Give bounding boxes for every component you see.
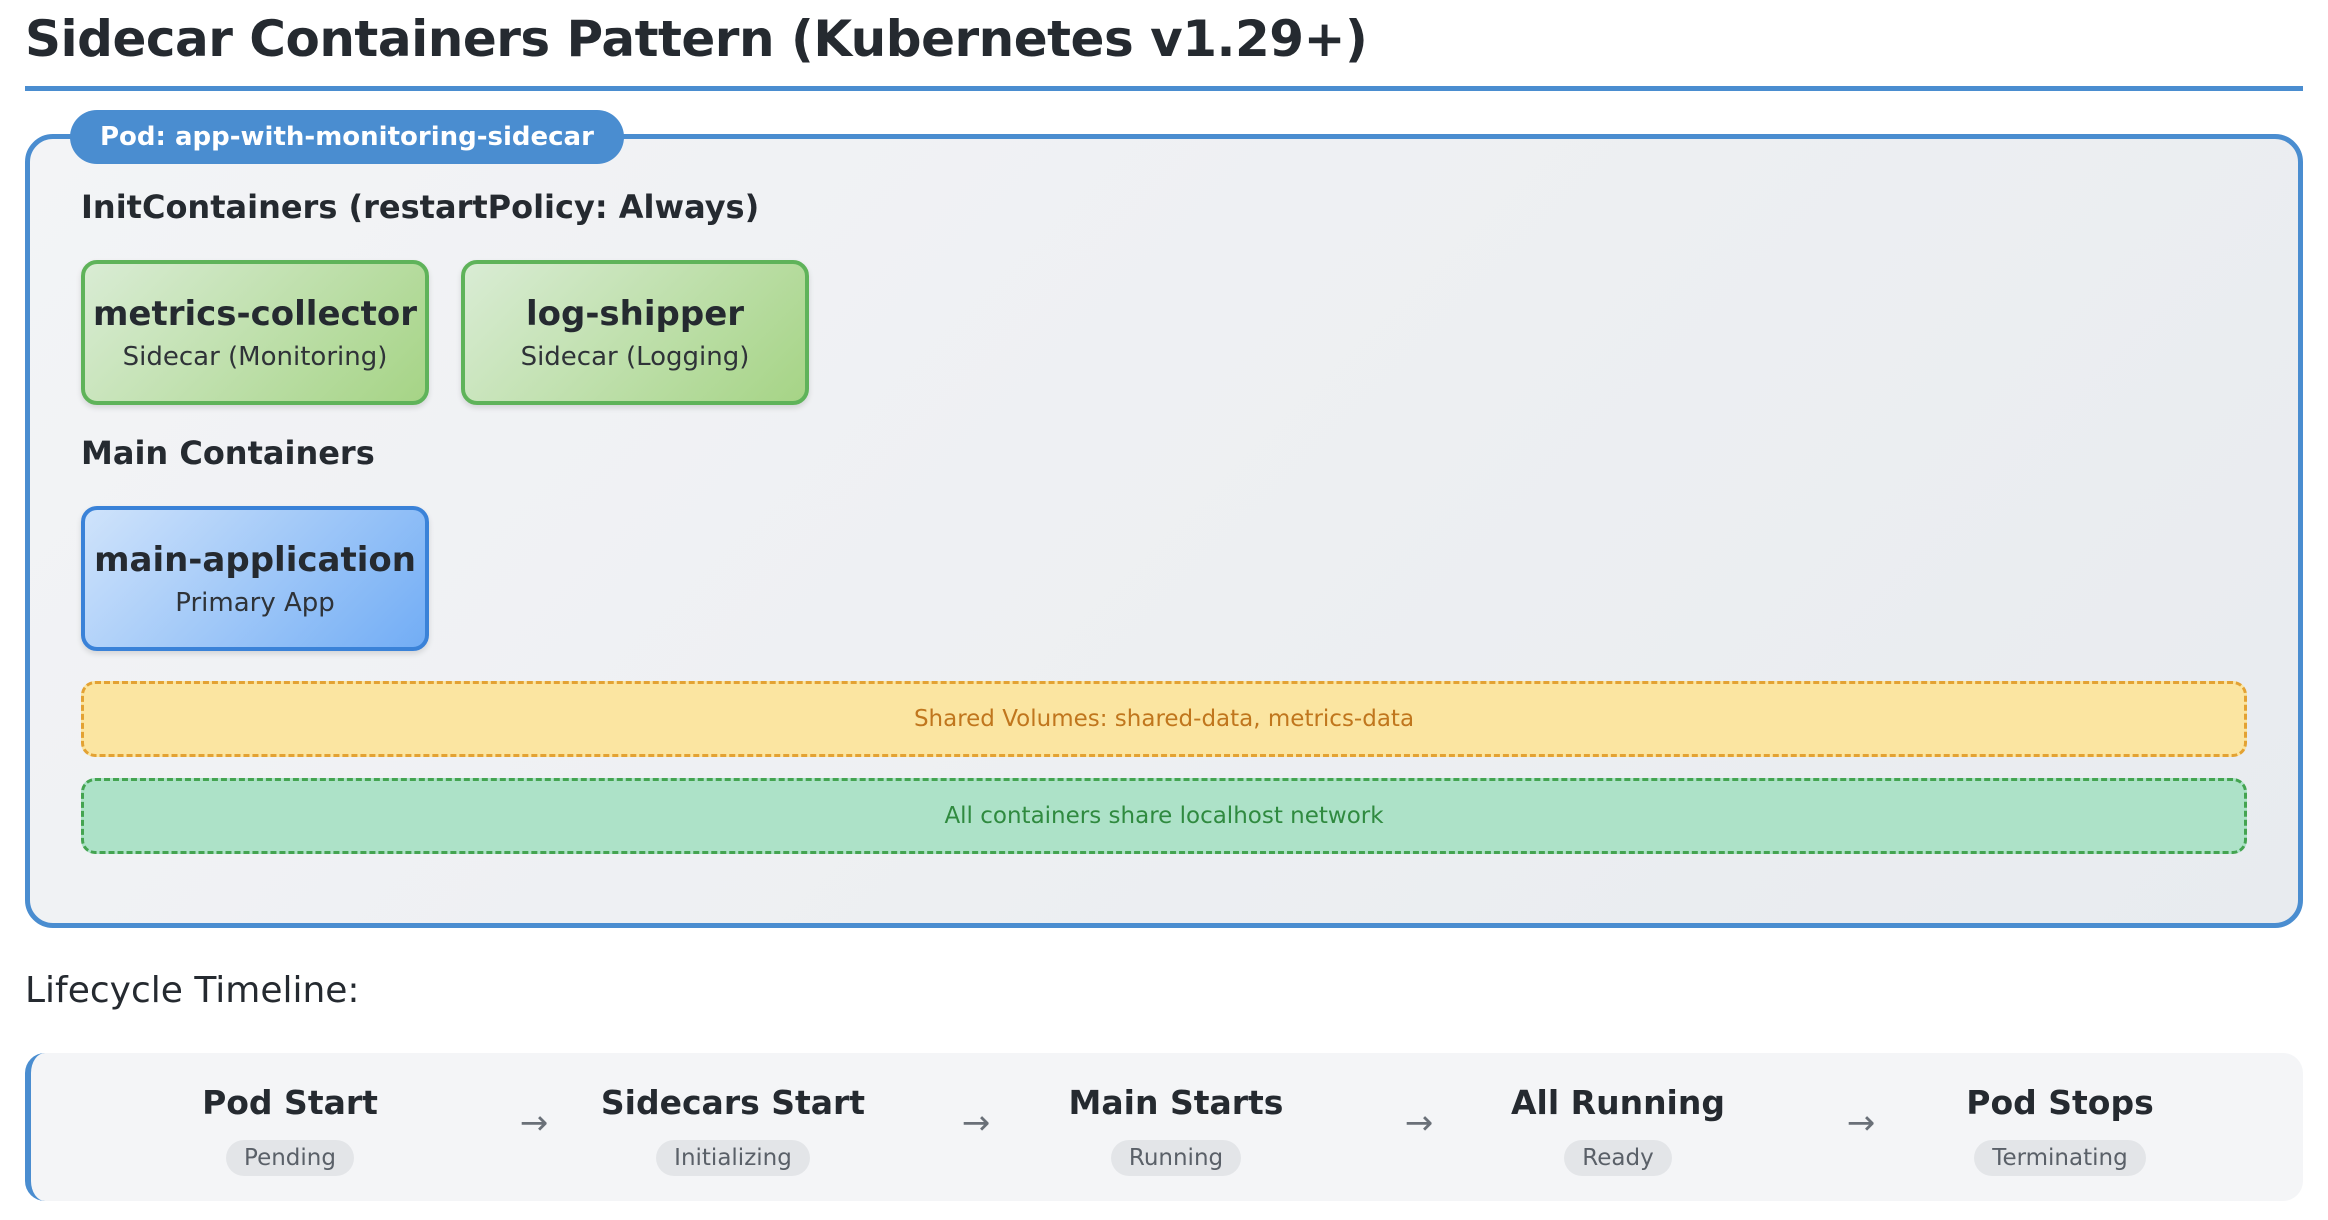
title-divider	[25, 86, 2303, 91]
timeline-stage-pod-stops: Pod Stops Terminating	[1910, 1083, 2210, 1176]
stage-name: Pod Stops	[1966, 1083, 2154, 1122]
container-role: Primary App	[175, 587, 335, 618]
timeline-stage-all-running: All Running Ready	[1468, 1083, 1768, 1176]
stage-name: Pod Start	[202, 1083, 378, 1122]
timeline-stage-sidecars-start: Sidecars Start Initializing	[583, 1083, 883, 1176]
stage-state-badge: Terminating	[1974, 1140, 2146, 1176]
container-log-shipper[interactable]: log-shipper Sidecar (Logging)	[461, 260, 809, 405]
lifecycle-timeline: Pod Start Pending → Sidecars Start Initi…	[25, 1053, 2303, 1201]
stage-state-badge: Ready	[1564, 1140, 1672, 1176]
timeline-arrow: →	[1846, 1103, 1876, 1143]
shared-volumes-text: Shared Volumes: shared-data, metrics-dat…	[913, 706, 1415, 732]
shared-network-text: All containers share localhost network	[944, 803, 1384, 829]
shared-volumes-box: Shared Volumes: shared-data, metrics-dat…	[81, 681, 2247, 757]
stage-name: Sidecars Start	[600, 1083, 866, 1122]
main-containers-label: Main Containers	[81, 434, 375, 472]
timeline-heading: Lifecycle Timeline:	[25, 970, 360, 1011]
stage-state-badge: Pending	[226, 1140, 354, 1176]
stage-name: All Running	[1511, 1083, 1725, 1122]
container-name: metrics-collector	[92, 293, 418, 334]
shared-network-box: All containers share localhost network	[81, 778, 2247, 854]
timeline-arrow: →	[1404, 1103, 1434, 1143]
page-title: Sidecar Containers Pattern (Kubernetes v…	[25, 10, 1368, 68]
stage-state-badge: Initializing	[656, 1140, 810, 1176]
timeline-arrow: →	[519, 1103, 549, 1143]
timeline-stage-main-starts: Main Starts Running	[1026, 1083, 1326, 1176]
stage-name: Main Starts	[1068, 1083, 1284, 1122]
timeline-arrow: →	[961, 1103, 991, 1143]
pod-label-badge: Pod: app-with-monitoring-sidecar	[70, 110, 624, 164]
container-main-application[interactable]: main-application Primary App	[81, 506, 429, 651]
container-name: log-shipper	[525, 293, 745, 334]
container-role: Sidecar (Logging)	[520, 341, 750, 372]
container-role: Sidecar (Monitoring)	[122, 341, 388, 372]
stage-state-badge: Running	[1110, 1140, 1242, 1176]
timeline-stage-pod-start: Pod Start Pending	[140, 1083, 440, 1176]
container-metrics-collector[interactable]: metrics-collector Sidecar (Monitoring)	[81, 260, 429, 405]
container-name: main-application	[94, 539, 416, 580]
init-containers-label: InitContainers (restartPolicy: Always)	[81, 188, 760, 226]
